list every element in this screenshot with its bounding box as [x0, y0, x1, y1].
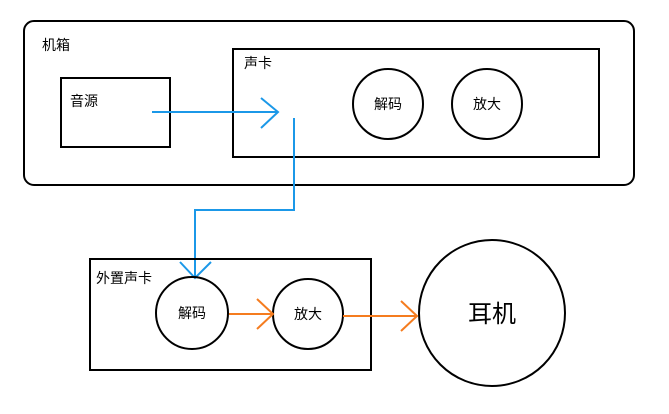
internal-sound-card-box [232, 48, 600, 158]
card-to-external-connector [179, 118, 295, 280]
internal-sound-card-label: 声卡 [244, 56, 272, 72]
headphones-label: 耳机 [468, 300, 516, 328]
internal-decode-label: 解码 [374, 97, 402, 113]
external-sound-card-label: 外置声卡 [96, 271, 152, 287]
internal-amplify-label: 放大 [473, 97, 501, 113]
audio-source-label: 音源 [70, 93, 98, 110]
external-sound-card-box [89, 258, 372, 371]
internal-amplify-node [451, 68, 523, 140]
external-decode-node [155, 276, 229, 350]
chassis-label: 机箱 [42, 38, 70, 54]
internal-decode-node [352, 68, 424, 140]
chassis-box [23, 20, 635, 186]
headphones-node [418, 239, 566, 387]
amplify-to-headphones-arrow [343, 300, 419, 332]
source-to-card-arrow [152, 97, 280, 129]
external-amplify-label: 放大 [294, 307, 322, 323]
decode-to-amplify-arrow [229, 298, 275, 330]
external-decode-label: 解码 [178, 306, 206, 322]
